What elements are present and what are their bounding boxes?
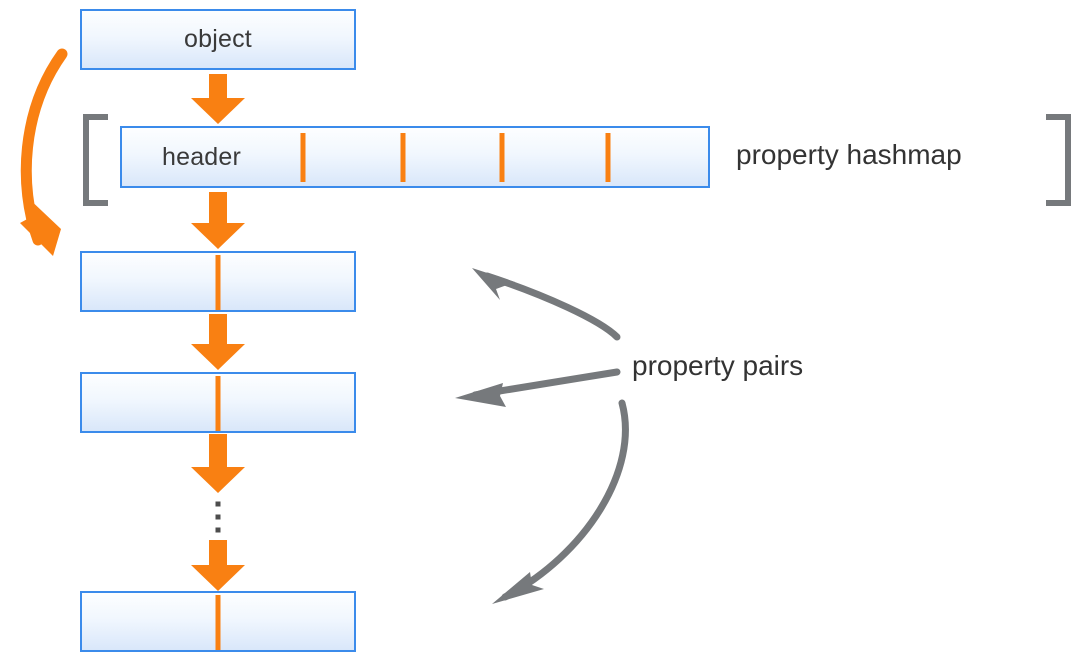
ellipsis-dot-3 bbox=[215, 527, 221, 533]
object-to-header-arrow bbox=[191, 74, 245, 124]
object-box[interactable]: object bbox=[80, 9, 356, 70]
hashmap-open-bracket bbox=[83, 114, 108, 206]
ellipsis-dot-2 bbox=[215, 514, 221, 520]
pairs-to-middle bbox=[471, 368, 621, 399]
property-hashmap-box[interactable]: header bbox=[120, 126, 710, 188]
property-pair-box-last[interactable] bbox=[80, 591, 356, 652]
ellipsis-to-last-arrow bbox=[191, 540, 245, 591]
header-to-pair1-arrow bbox=[191, 192, 245, 249]
object-box-label: object bbox=[184, 25, 252, 53]
pair2-to-ellipsis-arrow bbox=[191, 434, 245, 493]
pairs-to-upper-arrowhead bbox=[472, 268, 515, 300]
pairs-to-middle-arrowhead bbox=[455, 383, 506, 407]
header-box-label: header bbox=[162, 142, 242, 171]
pairs-to-lower-arrowhead bbox=[492, 572, 544, 604]
hashmap-close-bracket bbox=[1046, 114, 1071, 206]
object-reference-curve bbox=[20, 48, 68, 246]
property-pairs-label: property pairs bbox=[632, 350, 804, 381]
object-reference-curve-arrowhead bbox=[20, 194, 61, 256]
pairs-to-lower bbox=[501, 399, 629, 601]
pairs-to-upper bbox=[483, 272, 621, 341]
property-hashmap-label: property hashmap bbox=[736, 139, 962, 170]
property-pair-box-1[interactable] bbox=[80, 251, 356, 312]
ellipsis-dot-1 bbox=[215, 501, 221, 507]
pair1-to-pair2-arrow bbox=[191, 314, 245, 370]
property-pair-box-2[interactable] bbox=[80, 372, 356, 433]
